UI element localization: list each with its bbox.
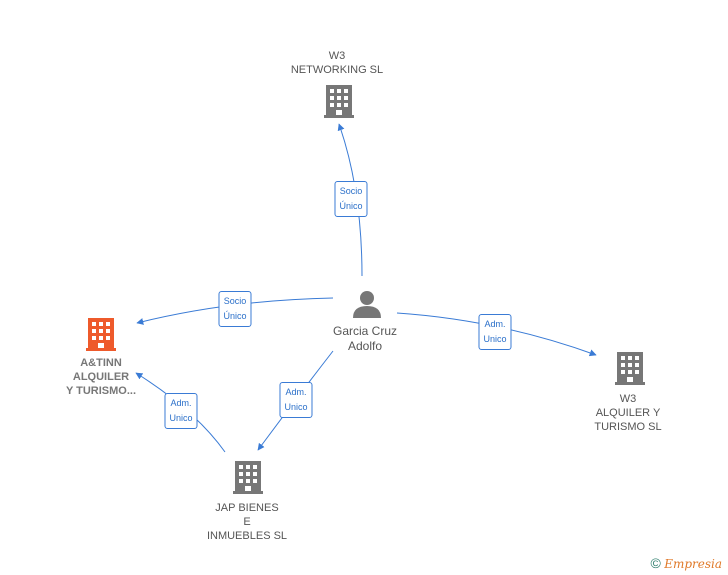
edge-label-socio-unico[interactable]: Socio Único — [218, 291, 252, 327]
node-label-line: W3 — [619, 393, 637, 405]
node-label-line: TURISMO SL — [594, 421, 662, 433]
edge-label-adm-unico[interactable]: Adm. Unico — [164, 393, 198, 429]
building-icon — [324, 85, 354, 118]
building-icon-highlight — [86, 318, 116, 351]
edge-label-adm-unico[interactable]: Adm. Unico — [279, 382, 313, 418]
node-w3-networking[interactable]: W3 NETWORKING SL — [291, 49, 383, 77]
edge-label-line: Socio — [339, 186, 363, 196]
node-label-line: A&TINN — [80, 357, 122, 369]
footer-brand: © Empresia — [651, 555, 722, 571]
copyright-icon: © — [650, 555, 661, 571]
node-label-line: Garcia Cruz — [332, 324, 398, 338]
node-w3-alquiler[interactable]: W3 ALQUILER Y TURISMO SL — [594, 392, 661, 434]
node-label-line: ALQUILER — [72, 371, 130, 383]
node-label-line: NETWORKING SL — [290, 64, 384, 76]
node-jap-bienes[interactable]: JAP BIENES E INMUEBLES SL — [207, 501, 287, 543]
building-icon — [615, 352, 645, 385]
edge-label-line: Unico — [284, 402, 308, 412]
edge-label-line: Socio — [223, 296, 247, 306]
node-label-line: Y TURISMO... — [65, 385, 137, 397]
node-label-line: E — [243, 516, 251, 528]
node-person[interactable]: Garcia Cruz Adolfo — [333, 324, 397, 354]
edge-label-line: Único — [339, 201, 363, 211]
brand-logo: Empresia — [664, 557, 722, 571]
node-label-line: Adolfo — [347, 339, 383, 353]
node-label-line: W3 — [328, 50, 346, 62]
person-icon — [353, 291, 381, 318]
edge-label-line: Unico — [169, 413, 193, 423]
node-label-line: INMUEBLES SL — [206, 530, 288, 542]
edge-label-line: Adm. — [170, 398, 192, 408]
node-label-line: ALQUILER Y — [595, 407, 661, 419]
node-atinn[interactable]: A&TINN ALQUILER Y TURISMO... — [66, 356, 136, 398]
edge-label-socio-unico[interactable]: Socio Único — [334, 181, 368, 217]
edge-label-line: Unico — [483, 334, 507, 344]
edge-label-adm-unico[interactable]: Adm. Unico — [478, 314, 512, 350]
building-icon — [233, 461, 263, 494]
edge-label-line: Adm. — [285, 387, 307, 397]
edge-label-line: Único — [223, 311, 247, 321]
node-label-line: JAP BIENES — [215, 502, 279, 514]
edge-label-line: Adm. — [484, 319, 506, 329]
